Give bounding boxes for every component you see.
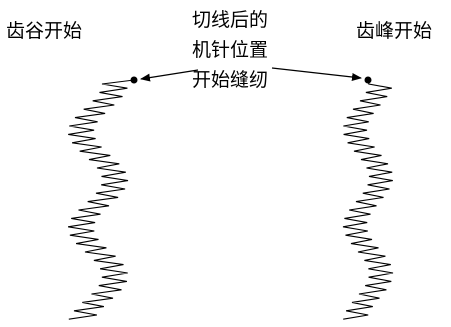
valley-start-label: 齿谷开始 [6, 20, 83, 42]
arrow-to-left-dot [140, 69, 199, 82]
note-line-1: 切线后的 [191, 9, 268, 31]
right-needle-dot [364, 76, 372, 84]
right-zigzag-stitch [342, 79, 394, 320]
left-needle-dot [130, 76, 138, 84]
note-line-2: 机针位置 [191, 39, 268, 61]
needle-position-note: 切线后的 机针位置 开始缝纫 [170, 5, 290, 95]
peak-start-label: 齿峰开始 [356, 20, 433, 42]
note-line-3: 开始缝纫 [191, 69, 268, 91]
left-zigzag-stitch [68, 79, 135, 320]
arrow-to-right-dot [271, 67, 362, 81]
